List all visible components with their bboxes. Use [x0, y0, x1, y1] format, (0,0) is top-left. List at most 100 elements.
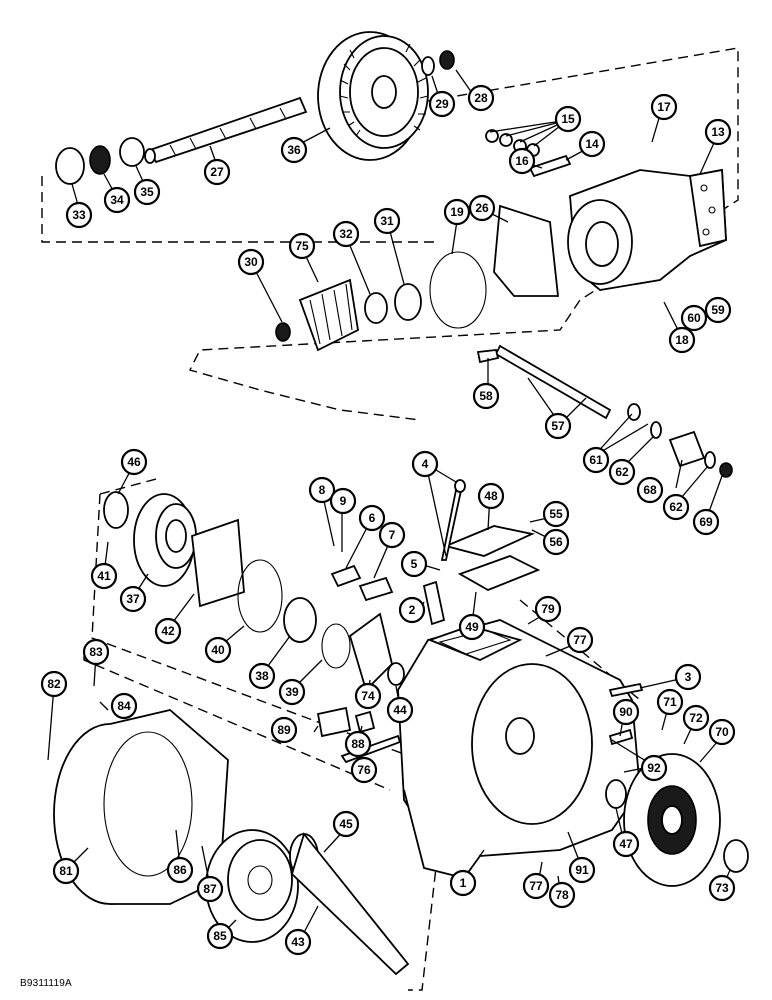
- svg-text:83: 83: [89, 645, 103, 659]
- callout-75: 75: [288, 232, 316, 260]
- svg-text:46: 46: [127, 455, 141, 469]
- callout-62: 62: [608, 458, 636, 486]
- callout-8: 8: [308, 476, 336, 504]
- callout-18: 18: [668, 326, 696, 354]
- svg-text:82: 82: [47, 677, 61, 691]
- drawing-reference-number: B9311119A: [20, 978, 72, 989]
- callout-13: 13: [704, 118, 732, 146]
- callout-89: 89: [270, 716, 298, 744]
- case-1: [397, 619, 641, 880]
- callout-90: 90: [612, 698, 640, 726]
- svg-text:90: 90: [619, 705, 633, 719]
- svg-text:17: 17: [657, 100, 671, 114]
- callout-71: 71: [656, 688, 684, 716]
- svg-text:18: 18: [675, 333, 689, 347]
- svg-text:16: 16: [515, 154, 529, 168]
- callout-91: 91: [568, 856, 596, 884]
- callout-56: 56: [542, 528, 570, 556]
- callout-74: 74: [354, 682, 382, 710]
- svg-text:31: 31: [380, 214, 394, 228]
- callout-36: 36: [280, 136, 308, 164]
- svg-text:39: 39: [285, 685, 299, 699]
- svg-text:79: 79: [541, 602, 555, 616]
- svg-text:87: 87: [203, 882, 217, 896]
- callout-47: 47: [612, 830, 640, 858]
- callout-81: 81: [52, 857, 80, 885]
- seal-33: [55, 147, 85, 185]
- svg-text:61: 61: [589, 453, 603, 467]
- housing-81: [53, 709, 229, 905]
- callout-62: 62: [662, 493, 690, 521]
- callout-43: 43: [284, 928, 312, 956]
- plate-6: [330, 564, 362, 588]
- svg-text:69: 69: [699, 515, 713, 529]
- disc-70: [623, 753, 721, 887]
- upper-assembly-boundary: [41, 47, 739, 421]
- svg-text:86: 86: [173, 863, 187, 877]
- washer-62b: [704, 451, 716, 469]
- callout-61: 61: [582, 446, 610, 474]
- svg-text:78: 78: [555, 888, 569, 902]
- seal-47: [605, 779, 627, 809]
- svg-text:77: 77: [529, 879, 543, 893]
- callout-34: 34: [103, 186, 131, 214]
- callout-84: 84: [110, 692, 138, 720]
- callout-46: 46: [120, 448, 148, 476]
- svg-text:29: 29: [435, 97, 449, 111]
- callout-17: 17: [650, 93, 678, 121]
- svg-text:1: 1: [460, 876, 467, 890]
- plug-3: [608, 682, 644, 698]
- svg-text:58: 58: [479, 389, 493, 403]
- shaft-57: [494, 344, 612, 420]
- callout-35: 35: [133, 178, 161, 206]
- callout-37: 37: [119, 585, 147, 613]
- svg-text:68: 68: [643, 483, 657, 497]
- svg-text:48: 48: [484, 489, 498, 503]
- callout-27: 27: [203, 158, 231, 186]
- svg-text:27: 27: [210, 165, 224, 179]
- bushing-68: [668, 430, 706, 468]
- svg-text:92: 92: [647, 761, 661, 775]
- callout-41: 41: [90, 562, 118, 590]
- nut-30: [275, 322, 291, 342]
- gasket-42: [191, 518, 245, 608]
- svg-text:34: 34: [110, 193, 124, 207]
- svg-text:85: 85: [213, 929, 227, 943]
- svg-text:60: 60: [687, 311, 701, 325]
- svg-text:70: 70: [715, 725, 729, 739]
- callout-76: 76: [350, 756, 378, 784]
- callout-48: 48: [477, 482, 505, 510]
- nut-61: [627, 403, 641, 421]
- callout-78: 78: [548, 881, 576, 909]
- svg-text:47: 47: [619, 837, 633, 851]
- svg-text:40: 40: [211, 643, 225, 657]
- cup-35: [119, 137, 145, 167]
- callout-82: 82: [40, 670, 68, 698]
- callout-14: 14: [578, 130, 606, 158]
- callout-55: 55: [542, 500, 570, 528]
- snap-ring-39: [321, 623, 351, 669]
- o-ring-19: [429, 251, 487, 329]
- svg-text:33: 33: [72, 208, 86, 222]
- callout-58: 58: [472, 382, 500, 410]
- svg-text:89: 89: [277, 723, 291, 737]
- svg-text:13: 13: [711, 125, 725, 139]
- cover-48: [443, 525, 535, 557]
- svg-text:28: 28: [474, 91, 488, 105]
- svg-text:59: 59: [711, 303, 725, 317]
- svg-text:14: 14: [585, 137, 599, 151]
- svg-text:55: 55: [549, 507, 563, 521]
- svg-text:30: 30: [244, 255, 258, 269]
- callout-30: 30: [237, 248, 265, 276]
- shaft-27: [144, 96, 308, 164]
- cup-31: [394, 283, 422, 321]
- callout-45: 45: [332, 810, 360, 838]
- callout-2: 2: [398, 596, 426, 624]
- callout-16: 16: [508, 147, 536, 175]
- svg-text:35: 35: [140, 185, 154, 199]
- bearing-38: [283, 597, 317, 643]
- svg-text:5: 5: [411, 557, 418, 571]
- callout-72: 72: [682, 704, 710, 732]
- plate-7: [358, 576, 394, 602]
